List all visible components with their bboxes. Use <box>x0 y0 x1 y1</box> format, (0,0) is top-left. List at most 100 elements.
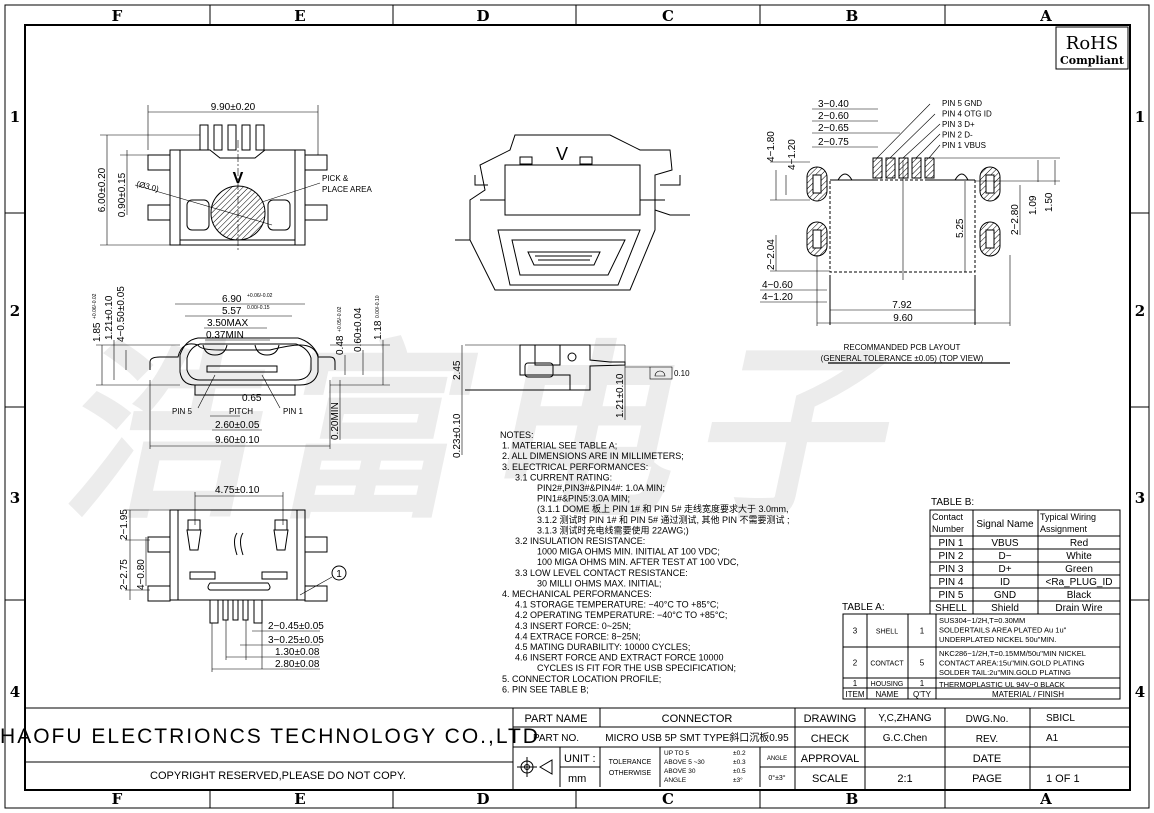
tolerance-value: ±3° <box>733 776 743 784</box>
pcb-dim-2-2-04: 2−2.04 <box>766 239 777 270</box>
bottom-dim-2-75: 2−2.75 <box>119 559 130 590</box>
grid-row-label: 1 <box>10 108 20 126</box>
front-dim-0-60: 0.60±0.04 <box>353 307 364 352</box>
v-mark: V <box>233 170 244 187</box>
pick-place-label-2: PLACE AREA <box>322 185 372 194</box>
front-dim-1-85-tol: +0.06/-0.02 <box>92 293 98 319</box>
rev-value: A1 <box>1046 733 1059 744</box>
table-a-material: THERMOPLASTIC UL 94V−0 BLACK <box>939 680 1065 689</box>
front-dim-0-37: 0.37MIN <box>206 330 244 341</box>
grid-row-label: 2 <box>1135 302 1145 320</box>
table-b-cell: Drain Wire <box>1055 603 1103 614</box>
title-block: HAOFU ELECTRIONCS TECHNOLOGY CO.,LTD COP… <box>0 707 1130 790</box>
tolerance-range: ABOVE 5 ~30 <box>664 759 705 766</box>
grid-column-label: A <box>1039 790 1052 808</box>
grid-row-label: 4 <box>10 683 20 701</box>
table-a-material: UNDERPLATED NICKEL 50u"MIN. <box>939 635 1056 644</box>
copyright-notice: COPYRIGHT RESERVED,PLEASE DO NOT COPY. <box>150 770 406 782</box>
table-a-title: TABLE A: <box>842 602 885 613</box>
page-label: PAGE <box>972 773 1002 785</box>
note-line: NOTES: <box>500 430 534 440</box>
table-b-cell: PIN 2 <box>938 551 963 562</box>
table-b-cell: Black <box>1067 590 1092 601</box>
bottom-dim-2-80: 2.80±0.08 <box>275 659 320 670</box>
grid-row-label: 3 <box>10 489 20 507</box>
bottom-dim-0-80: 4−0.80 <box>136 559 147 590</box>
bottom-dim-0-45: 2−0.45±0.05 <box>268 621 324 632</box>
grid-column-label: E <box>294 7 305 25</box>
front-pitch-value: 0.65 <box>242 393 262 404</box>
tolerance-value: ±0.5 <box>733 768 746 775</box>
table-a-header-item: ITEM <box>845 690 864 699</box>
note-line: PIN1#&PIN5:3.0A MIN; <box>537 494 630 504</box>
front-dim-1-21: 1.21±0.10 <box>104 295 115 340</box>
tolerance-label: TOLERANCE <box>609 759 652 766</box>
grid-column-label: D <box>476 790 489 808</box>
rohs-label: RoHS <box>1066 33 1118 54</box>
note-line: 5. CONNECTOR LOCATION PROFILE; <box>502 674 661 684</box>
front-dim-1-18: 1.18 <box>373 320 384 340</box>
table-b-cell: ID <box>1000 577 1010 588</box>
grid-column-label: C <box>662 7 674 25</box>
front-dim-0-48-tol: +0.05/-0.02 <box>337 306 343 332</box>
check-value: G.C.Chen <box>883 733 927 744</box>
table-a-header-material: MATERIAL / FINISH <box>992 690 1064 699</box>
pcb-dim-4-0-60: 4−0.60 <box>762 280 793 291</box>
bottom-dim-1-30: 1.30±0.08 <box>275 647 320 658</box>
part-no-value: MICRO USB 5P SMT TYPE斜口沉板0.95 <box>605 731 789 744</box>
grid-column-label: D <box>476 7 489 25</box>
note-line: 4.1 STORAGE TEMPERATURE: −40°C TO +85°C; <box>515 600 719 610</box>
iso-v-mark: V <box>556 144 568 164</box>
side-flatness: 0.10 <box>674 369 690 378</box>
tolerance-value: ±0.2 <box>733 750 746 757</box>
pcb-dim-4-1-80: 4−1.80 <box>766 131 777 162</box>
table-b-header-contact-2: Number <box>932 524 964 534</box>
pcb-pin-label: PIN 1 VBUS <box>942 141 986 150</box>
pcb-dim-4-1-20: 4−1.20 <box>787 139 798 170</box>
bottom-dim-4-75: 4.75±0.10 <box>215 485 260 496</box>
note-line: 3.3 LOW LEVEL CONTACT RESISTANCE: <box>515 568 688 578</box>
angle-label: ANGLE <box>767 756 787 762</box>
table-b-cell: VBUS <box>991 538 1019 549</box>
table-a-item: 1 <box>853 679 858 688</box>
table-b-cell: GND <box>994 590 1016 601</box>
note-line: CYCLES IS FIT FOR THE USB SPECIFICATION; <box>537 663 736 673</box>
front-dim-5-57-tol: 0.00/-0.15 <box>247 305 270 311</box>
item-balloon <box>331 565 347 581</box>
front-dim-6-90-tol: +0.06/-0.02 <box>247 293 273 299</box>
rohs-badge: RoHS Compliant <box>1055 26 1129 70</box>
table-b: TABLE B: Contact Number Signal Name Typi… <box>929 497 1121 615</box>
front-dim-0-20min: 0.20MIN <box>330 402 341 440</box>
pcb-dim-2-0-60: 2−0.60 <box>818 111 849 122</box>
table-b-header-signal: Signal Name <box>976 519 1034 530</box>
table-b-cell: PIN 1 <box>938 538 963 549</box>
note-line: (3.1.1 DOME 板上 PIN 1# 和 PIN 5# 走线宽度要求大于 … <box>537 503 789 514</box>
rohs-compliant: Compliant <box>1060 54 1125 67</box>
table-a-name: SHELL <box>876 629 898 636</box>
unit-label: UNIT : <box>564 753 596 765</box>
date-label: DATE <box>973 753 1002 765</box>
pcb-caption-2: (GENERAL TOLERANCE ±0.05) (TOP VIEW) <box>821 354 984 363</box>
table-a-item: 2 <box>853 659 858 668</box>
table-a-material: SOLDER TAIL:2u"MIN.GOLD PLATING <box>939 668 1071 677</box>
grid-column-label: E <box>294 790 305 808</box>
grid-row-label: 3 <box>1135 489 1145 507</box>
pcb-pin-label: PIN 2 D- <box>942 131 973 140</box>
side-dim-2-45: 2.45 <box>452 360 463 380</box>
note-line: 2. ALL DIMENSIONS ARE IN MILLIMETERS; <box>502 451 684 461</box>
note-line: 3.1.3 测试时充电线需要使用 22AWG;) <box>537 524 689 535</box>
part-name-value: CONNECTOR <box>662 713 733 725</box>
scale-label: SCALE <box>812 773 848 785</box>
front-view: 6.90 +0.06/-0.02 5.57 0.00/-0.15 3.50MAX… <box>92 286 390 449</box>
table-b-cell: D+ <box>998 564 1011 575</box>
note-line: 4. MECHANICAL PERFORMANCES: <box>502 589 652 599</box>
note-line: 3.1 CURRENT RATING: <box>515 472 612 482</box>
note-line: 4.5 MATING DURABILITY: 10000 CYCLES; <box>515 642 690 652</box>
front-dim-0-48: 0.48 <box>335 335 346 355</box>
table-b-header-wiring: Typical Wiring <box>1040 512 1096 522</box>
top-width-dim: 9.90±0.20 <box>211 102 256 113</box>
bottom-dim-1-95: 2−1.95 <box>119 509 130 540</box>
